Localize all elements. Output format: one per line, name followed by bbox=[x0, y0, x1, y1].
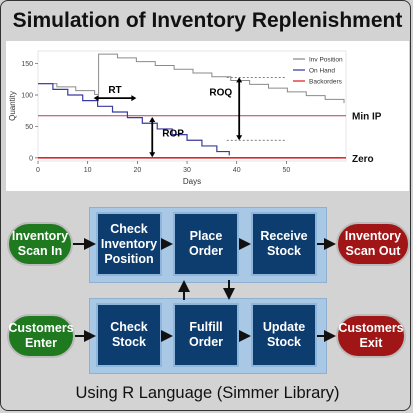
rt-arrowhead-right bbox=[131, 95, 137, 102]
x-tick-label: 20 bbox=[133, 167, 141, 174]
fulfill-order-node: Fulfill Order bbox=[173, 303, 239, 367]
customers-exit-node: Customers Exit bbox=[336, 314, 406, 358]
y-tick-label: 150 bbox=[21, 61, 33, 68]
annotation-rop: ROP bbox=[162, 128, 184, 139]
rop-arrowhead-top bbox=[149, 117, 156, 122]
check-stock-node: Check Stock bbox=[96, 303, 162, 367]
rop-arrowhead-bottom bbox=[149, 152, 156, 158]
plot-area bbox=[37, 50, 347, 162]
reference-line-label: Zero bbox=[352, 154, 374, 165]
receive-stock-node: Receive Stock bbox=[251, 212, 317, 276]
legend-label: Backorders bbox=[309, 79, 343, 86]
roq-arrowhead-bottom bbox=[236, 135, 243, 141]
inventory-scan-in-node: Inventory Scan In bbox=[7, 222, 73, 266]
y-tick-label: 100 bbox=[21, 93, 33, 100]
inventory-scan-out-node: Inventory Scan Out bbox=[336, 222, 410, 266]
x-tick-label: 30 bbox=[183, 167, 191, 174]
roq-arrowhead-top bbox=[236, 77, 243, 83]
page-title: Simulation of Inventory Replenishment bbox=[12, 9, 403, 32]
reference-line-label: Min IP bbox=[352, 112, 382, 123]
rt-arrowhead-left bbox=[93, 95, 99, 102]
x-tick-label: 10 bbox=[84, 167, 92, 174]
x-tick-label: 50 bbox=[282, 167, 290, 174]
legend-label: On Hand bbox=[309, 68, 335, 75]
series-line bbox=[38, 83, 230, 156]
x-axis-label: Days bbox=[183, 177, 201, 186]
annotation-rt: RT bbox=[108, 85, 121, 96]
y-axis-label: Quantity bbox=[8, 91, 17, 121]
check-inventory-position-node: Check Inventory Position bbox=[96, 212, 162, 276]
place-order-node: Place Order bbox=[173, 212, 239, 276]
x-tick-label: 0 bbox=[36, 167, 40, 174]
y-tick-label: 50 bbox=[25, 124, 33, 131]
y-tick-label: 0 bbox=[29, 155, 33, 162]
series-line bbox=[38, 53, 345, 104]
legend-label: Inv Position bbox=[309, 57, 343, 64]
update-stock-node: Update Stock bbox=[251, 303, 317, 367]
footer-caption: Using R Language (Simmer Library) bbox=[75, 384, 340, 402]
customers-enter-node: Customers Enter bbox=[7, 314, 75, 358]
x-tick-label: 40 bbox=[233, 167, 241, 174]
annotation-roq: ROQ bbox=[209, 88, 232, 99]
